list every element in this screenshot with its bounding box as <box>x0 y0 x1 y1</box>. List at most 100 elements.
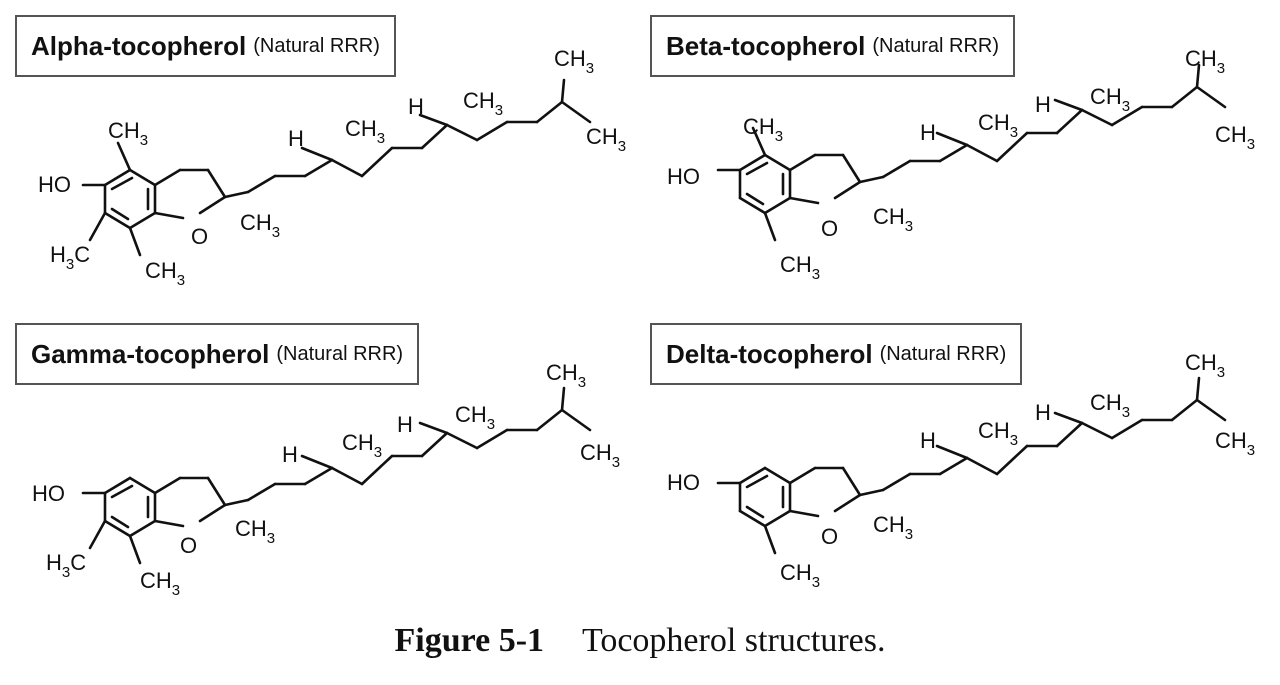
bond-line <box>763 509 792 528</box>
atom-label: CH3 <box>978 110 1018 141</box>
bond-line <box>881 472 912 492</box>
atom-label: H <box>1035 92 1051 117</box>
atom-label: H3C <box>46 550 86 581</box>
bond-line <box>1195 85 1227 109</box>
bond-line <box>833 493 862 513</box>
stereo-note: (Natural RRR) <box>253 34 380 57</box>
atom-label: CH3 <box>1090 84 1130 115</box>
compound-name: Alpha-tocopherol <box>31 30 247 61</box>
figure-caption: Figure 5-1 Tocopherol structures. <box>0 622 1280 660</box>
bond-line <box>128 534 142 565</box>
atom-label: CH3 <box>1185 46 1225 77</box>
atom-label: CH3 <box>873 512 913 543</box>
bond-line <box>110 484 134 499</box>
panel-alpha-tocopherol: Alpha-tocopherol (Natural RRR) <box>0 0 640 305</box>
bond-line <box>841 466 862 497</box>
atom-label: CH3 <box>463 88 503 119</box>
atom-label: CH3 <box>342 430 382 461</box>
bond-line <box>935 131 969 147</box>
bond-line <box>246 482 277 502</box>
title-box: Beta-tocopherol (Natural RRR) <box>650 15 1016 77</box>
bond-line <box>475 120 509 142</box>
atom-label: CH3 <box>1185 350 1225 381</box>
atom-label: CH3 <box>240 210 280 241</box>
atom-labels: HO O CH3 H3C CH3 CH3 H CH3 H CH3 CH3 CH3 <box>38 46 626 289</box>
atom-label: CH3 <box>978 418 1018 449</box>
atom-label: CH3 <box>586 124 626 155</box>
bond-line <box>858 175 885 184</box>
panel-delta-tocopherol: Delta-tocopherol (Natural RRR) <box>635 308 1275 613</box>
bond-line <box>445 431 479 450</box>
bond-line <box>103 519 132 538</box>
bond-line <box>745 505 765 519</box>
atom-label: CH3 <box>455 402 495 433</box>
atom-label: CH3 <box>1215 428 1255 459</box>
bond-line <box>88 211 107 242</box>
title-box: Delta-tocopherol (Natural RRR) <box>650 323 1023 385</box>
compound-name: Beta-tocopherol <box>666 30 866 61</box>
bond-line <box>560 78 566 104</box>
bond-line <box>128 168 157 187</box>
bond-line <box>1080 421 1114 440</box>
bond-line <box>128 476 157 495</box>
bond-line <box>763 196 792 215</box>
bond-line <box>246 174 277 194</box>
bond-line <box>763 524 777 555</box>
bond-line <box>788 466 817 485</box>
atom-label: CH3 <box>873 204 913 235</box>
atom-label: O <box>180 533 197 558</box>
bond-line <box>110 207 130 221</box>
bond-line <box>128 226 142 257</box>
bond-line <box>535 408 564 432</box>
bond-line <box>103 168 132 187</box>
bond-line <box>1055 108 1084 135</box>
bond-line <box>560 100 592 124</box>
bond-line <box>103 211 132 230</box>
bond-line <box>128 211 157 230</box>
bond-line <box>223 498 250 507</box>
atom-label: CH3 <box>108 118 148 149</box>
bond-line <box>745 161 769 176</box>
compound-name: Gamma-tocopherol <box>31 338 270 369</box>
bond-line <box>738 153 767 172</box>
bond-line <box>223 190 250 199</box>
bond-line <box>560 408 592 432</box>
stereo-note: (Natural RRR) <box>872 34 1000 57</box>
atom-label: CH3 <box>554 46 594 77</box>
atom-label: H <box>408 94 424 119</box>
bond-skeleton <box>716 376 1227 555</box>
bond-line <box>116 141 132 172</box>
bond-line <box>858 488 885 497</box>
bond-line <box>1053 98 1084 112</box>
bond-line <box>300 454 334 470</box>
atom-label: O <box>821 524 838 549</box>
atom-label: CH3 <box>546 360 586 391</box>
bond-line <box>206 476 227 507</box>
panel-beta-tocopherol: Beta-tocopherol (Natural RRR) <box>635 0 1275 305</box>
bond-line <box>110 176 134 191</box>
compound-name: Delta-tocopherol <box>666 338 873 369</box>
bond-line <box>300 146 334 162</box>
atom-label: O <box>821 216 838 241</box>
bond-line <box>738 466 767 485</box>
bond-line <box>420 123 449 150</box>
bond-line <box>1195 63 1201 89</box>
atom-label: HO <box>38 172 71 197</box>
atom-label: CH3 <box>743 114 783 145</box>
bond-line <box>1110 105 1144 127</box>
atom-labels: HO O H3C CH3 CH3 H CH3 H CH3 CH3 CH3 <box>32 360 620 599</box>
bond-line <box>788 153 817 172</box>
bond-line <box>198 195 227 215</box>
bond-line <box>153 168 182 187</box>
bond-line <box>330 466 364 486</box>
atom-label: H <box>920 428 936 453</box>
bond-line <box>418 421 449 435</box>
bond-line <box>103 476 132 495</box>
atom-labels: HO O CH3 CH3 CH3 H CH3 H CH3 CH3 CH3 <box>667 46 1255 283</box>
bond-line <box>935 444 969 460</box>
bond-line <box>841 153 862 184</box>
bond-line <box>206 168 227 199</box>
atom-label: CH3 <box>780 560 820 591</box>
atom-label: HO <box>667 164 700 189</box>
title-box: Gamma-tocopherol (Natural RRR) <box>15 323 420 385</box>
